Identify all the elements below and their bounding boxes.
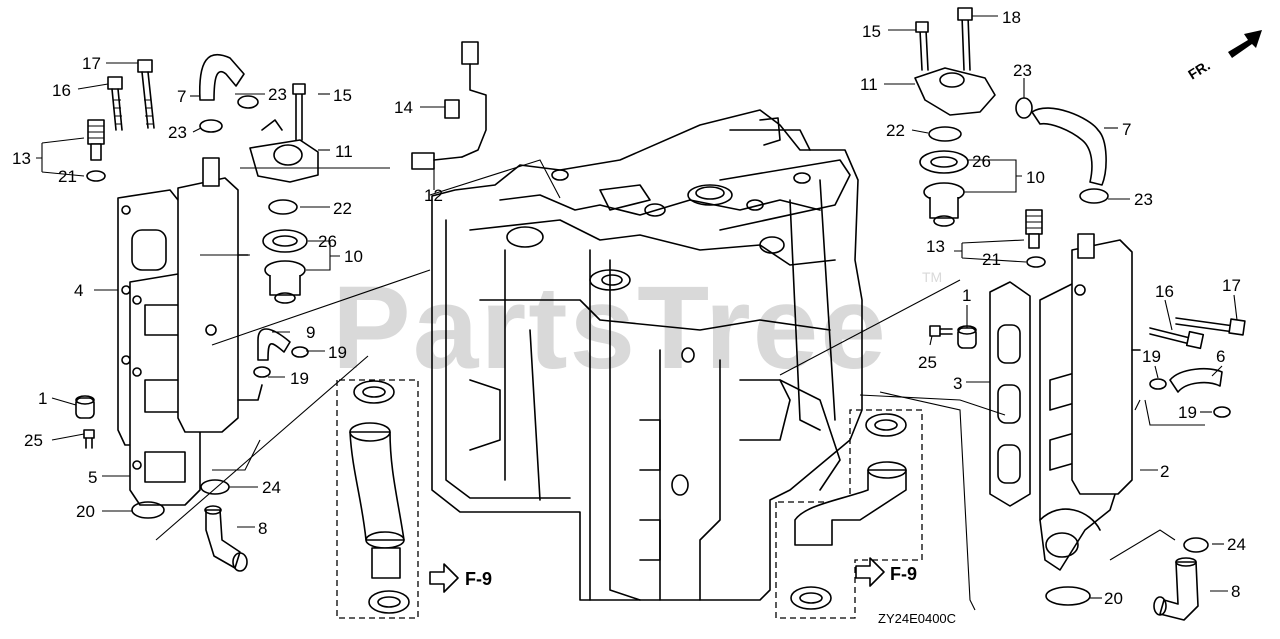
front-arrow: FR. <box>1185 30 1262 83</box>
sensor-13-right <box>1025 209 1046 268</box>
callout-7-left[interactable]: 7 <box>177 87 186 106</box>
f9-box-left <box>336 379 419 619</box>
callout-20-right[interactable]: 20 <box>1104 589 1123 608</box>
diagram-code: ZY24E0400C <box>878 611 956 626</box>
cylinder-block <box>431 109 863 601</box>
sensor-12-harness <box>411 41 487 170</box>
callout-15-right[interactable]: 15 <box>862 22 881 41</box>
callout-16-left[interactable]: 16 <box>52 81 71 100</box>
watermark-tm: TM <box>922 269 942 285</box>
callout-19-left-a[interactable]: 19 <box>328 343 347 362</box>
callout-21-right[interactable]: 21 <box>982 250 1001 269</box>
callout-21-left[interactable]: 21 <box>58 167 77 186</box>
bolt-16-right <box>1149 327 1205 350</box>
callout-14[interactable]: 14 <box>394 98 413 117</box>
callout-7-right[interactable]: 7 <box>1122 120 1131 139</box>
gasket-22-right <box>928 126 962 142</box>
callout-25-right[interactable]: 25 <box>918 353 937 372</box>
thermostat-10-right <box>923 182 965 227</box>
sensor-13-left <box>86 119 106 182</box>
bolt-25-right <box>929 325 953 337</box>
f9-reference-right[interactable]: F-9 <box>890 564 917 584</box>
callout-3[interactable]: 3 <box>953 374 962 393</box>
callout-10-left[interactable]: 10 <box>344 247 363 266</box>
thermostat-cover-11-right <box>914 7 996 116</box>
bolt-16-left <box>107 76 123 131</box>
callout-24-left[interactable]: 24 <box>262 478 281 497</box>
grommet-1-left <box>75 395 95 419</box>
callout-9[interactable]: 9 <box>306 323 315 342</box>
callout-17-left[interactable]: 17 <box>82 54 101 73</box>
callout-25-left[interactable]: 25 <box>24 431 43 450</box>
exhaust-gasket-right <box>989 281 1031 507</box>
callout-19-right-a[interactable]: 19 <box>1142 347 1161 366</box>
callout-23-right-bottom[interactable]: 23 <box>1134 190 1153 209</box>
watermark: PartsTree TM <box>332 262 942 394</box>
f9-arrow-right: F-9 <box>855 557 917 587</box>
callout-16-right[interactable]: 16 <box>1155 282 1174 301</box>
exhaust-cover-left <box>177 157 263 433</box>
callout-20-left[interactable]: 20 <box>76 502 95 521</box>
clip-14 <box>444 99 460 119</box>
f9-reference-left[interactable]: F-9 <box>465 569 492 589</box>
callout-19-left-b[interactable]: 19 <box>290 369 309 388</box>
hose-7-left <box>198 53 245 101</box>
callout-13-right[interactable]: 13 <box>926 237 945 256</box>
callout-17-right[interactable]: 17 <box>1222 276 1241 295</box>
callout-22-right[interactable]: 22 <box>886 121 905 140</box>
callout-4[interactable]: 4 <box>74 281 83 300</box>
clamp-24-right <box>1183 537 1209 553</box>
gasket-22-left <box>268 199 298 215</box>
callout-10-right[interactable]: 10 <box>1026 168 1045 187</box>
front-arrow-icon <box>1228 30 1262 58</box>
callout-1-right[interactable]: 1 <box>962 286 971 305</box>
o-ring-20-left <box>131 501 165 519</box>
thermostat-10-left <box>264 260 306 304</box>
bolt-25-left <box>83 429 95 449</box>
o-ring-20-right <box>1045 586 1091 606</box>
hose-6 <box>1149 367 1231 418</box>
clamp-24-left <box>200 479 230 495</box>
callouts: 17 16 13 21 7 23 23 15 11 22 26 10 4 9 1… <box>12 8 1246 608</box>
hose-8-right <box>1153 557 1199 621</box>
callout-8-right[interactable]: 8 <box>1231 582 1240 601</box>
grommet-1-right <box>957 325 977 349</box>
bolt-17-left <box>137 59 155 129</box>
thermostat-cover-11-left <box>249 83 319 183</box>
callout-19-right-b[interactable]: 19 <box>1178 403 1197 422</box>
f9-arrow-left: F-9 <box>429 563 492 593</box>
callout-13-left[interactable]: 13 <box>12 149 31 168</box>
callout-11-left[interactable]: 11 <box>335 142 353 161</box>
exhaust-cover-right <box>1071 233 1141 495</box>
hose-7-right <box>1031 107 1107 186</box>
callout-15-left[interactable]: 15 <box>333 86 352 105</box>
callout-22-left[interactable]: 22 <box>333 199 352 218</box>
callout-12[interactable]: 12 <box>424 186 443 205</box>
callout-24-right[interactable]: 24 <box>1227 535 1246 554</box>
callout-8-left[interactable]: 8 <box>258 519 267 538</box>
seal-26-left <box>262 229 308 253</box>
callout-23-left-top[interactable]: 23 <box>268 85 287 104</box>
callout-26-left[interactable]: 26 <box>318 232 337 251</box>
callout-5[interactable]: 5 <box>88 468 97 487</box>
callout-11-right[interactable]: 11 <box>860 75 878 94</box>
seal-26-right <box>919 150 969 174</box>
callout-18[interactable]: 18 <box>1002 8 1021 27</box>
bolt-17-right <box>1175 317 1246 336</box>
front-arrow-label: FR. <box>1185 57 1213 83</box>
callout-23-right-top[interactable]: 23 <box>1013 61 1032 80</box>
callout-2[interactable]: 2 <box>1160 462 1169 481</box>
hose-8-left <box>204 505 248 572</box>
callout-26-right[interactable]: 26 <box>972 152 991 171</box>
clamp-23-left <box>199 95 259 133</box>
f9-box-right <box>775 409 923 619</box>
callout-6[interactable]: 6 <box>1216 347 1225 366</box>
callout-1-left[interactable]: 1 <box>38 389 47 408</box>
callout-23-left-bottom[interactable]: 23 <box>168 123 187 142</box>
hose-9 <box>253 328 309 378</box>
leader-lines <box>36 15 1238 611</box>
